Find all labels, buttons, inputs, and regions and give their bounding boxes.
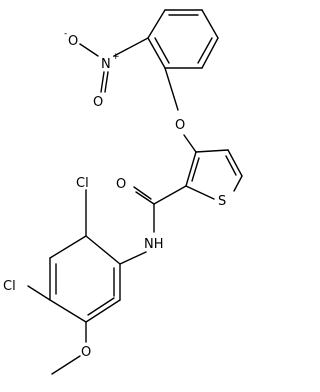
bond-double-inner xyxy=(154,37,170,64)
bond-double-inner xyxy=(87,297,115,316)
atom-label: Cl xyxy=(3,279,16,294)
atom-label: O xyxy=(93,95,103,110)
bond xyxy=(79,43,99,57)
bond xyxy=(227,149,243,177)
atom-labels: N + O - O O S O NH Cl Cl O xyxy=(3,29,226,360)
atom-label: Cl xyxy=(76,176,89,191)
atom-label: S xyxy=(218,194,226,209)
bond xyxy=(133,186,152,200)
bond xyxy=(49,235,87,259)
bonds xyxy=(27,9,243,375)
charge-label: + xyxy=(112,52,120,62)
bond xyxy=(185,151,197,187)
bond xyxy=(153,185,187,205)
bond-double-inner xyxy=(197,37,213,64)
bond xyxy=(51,355,81,375)
bond xyxy=(104,71,109,93)
atom-label: NH xyxy=(144,237,164,252)
bond xyxy=(183,134,197,153)
atom-label: O xyxy=(116,177,126,192)
bond-double-inner xyxy=(225,155,237,176)
bond xyxy=(49,299,87,323)
bond xyxy=(185,185,215,200)
atom-label: O xyxy=(81,345,91,360)
atom-label: N xyxy=(101,57,111,72)
bond xyxy=(27,285,51,301)
molecule-diagram: N + O - O O S O NH Cl Cl O xyxy=(3,9,243,375)
bond xyxy=(113,37,149,57)
bond xyxy=(201,37,219,69)
bond xyxy=(119,251,147,265)
charge-label: - xyxy=(64,29,67,39)
bond xyxy=(85,235,121,265)
bond xyxy=(85,299,121,323)
atom-label: O xyxy=(68,34,78,49)
bond xyxy=(147,37,166,69)
bond xyxy=(100,71,105,93)
bond xyxy=(147,9,166,39)
bond xyxy=(164,67,179,111)
bond xyxy=(201,9,219,39)
atom-label: O xyxy=(175,118,185,133)
bond-double-inner xyxy=(191,157,200,182)
bond xyxy=(195,149,229,153)
bond xyxy=(233,175,243,192)
bond xyxy=(135,191,155,205)
